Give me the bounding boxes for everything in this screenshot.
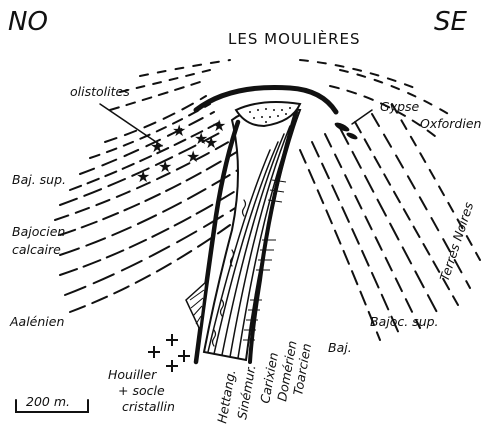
label-bajocien: Bajocien	[12, 224, 65, 239]
fold-right-limb	[248, 110, 298, 364]
label-aalenien: Aalénien	[9, 314, 64, 329]
label-cristallin: cristallin	[122, 399, 175, 414]
label-bajoc-sup: Bajoc. sup.	[370, 314, 439, 329]
lias-squiggles	[211, 199, 247, 347]
olistolite-star: ★	[212, 116, 226, 135]
aalenien-hatch	[189, 289, 205, 325]
orientation-left-label: NO	[8, 7, 48, 37]
olistolites-stars: ★ ★ ★ ★ ★ ★ ★ ★	[136, 116, 226, 186]
scale-label: 200 m.	[26, 394, 70, 409]
label-baj: Baj.	[328, 340, 352, 355]
fold-outline-left	[193, 85, 339, 115]
label-olistolites: olistolites	[70, 84, 130, 99]
label-gypse: Gypse	[380, 99, 420, 114]
olistolite-star: ★	[186, 147, 200, 166]
label-baj-sup: Baj. sup.	[12, 172, 66, 187]
olistolite-star: ★	[204, 133, 218, 152]
orientation-right-label: SE	[434, 7, 468, 37]
olistolites-pointer	[99, 103, 163, 147]
label-socle: + socle	[118, 383, 165, 398]
aalenien-wedge	[185, 280, 207, 333]
gypse-pointer	[351, 109, 373, 125]
site-title: LES MOULIÈRES	[228, 29, 361, 48]
label-calcaire: calcaire	[12, 242, 61, 257]
olistolite-star: ★	[136, 167, 150, 186]
scale-bar: 200 m.	[15, 394, 89, 413]
label-houiller: Houiller	[108, 367, 157, 382]
olistolite-star: ★	[194, 129, 208, 148]
olistolite-star: ★	[150, 137, 164, 156]
olistolite-star: ★	[158, 157, 172, 176]
gypse-lenses	[334, 122, 358, 140]
label-oxfordien: Oxfordien	[420, 116, 482, 131]
basement-crosses	[148, 334, 190, 372]
bedding-right	[299, 59, 481, 341]
olistolite-star: ★	[172, 121, 186, 140]
cap-dots	[249, 107, 291, 123]
cap-lens	[234, 101, 302, 128]
